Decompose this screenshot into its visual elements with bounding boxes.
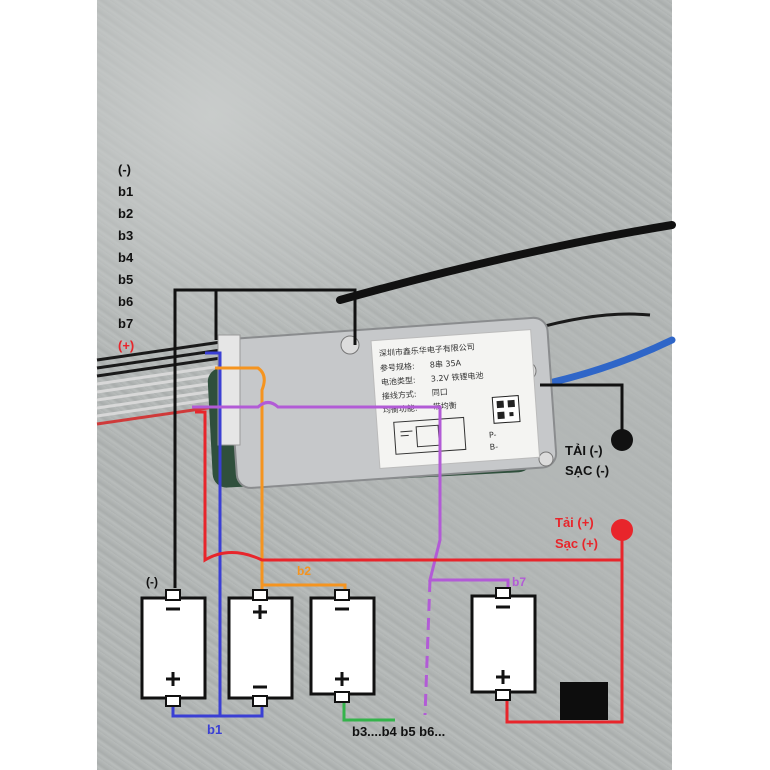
- main-black-cable: [336, 221, 676, 304]
- wire-red-positive: [195, 410, 624, 563]
- sticker-schematic: [393, 416, 467, 455]
- wire-black-load: [540, 383, 624, 440]
- wire-label-list: (-) b1 b2 b3 b4 b5 b6 b7 (+): [118, 162, 134, 353]
- label-load-positive-2: Sạc (+): [555, 536, 598, 551]
- label-wire-8: (+): [118, 338, 134, 353]
- label-cell-negative: (-): [146, 575, 158, 589]
- sticker-cell-key: 电池类型:: [381, 375, 416, 387]
- label-wire-1: b1: [118, 184, 133, 199]
- label-load-negative-1: TẢI (-): [565, 443, 603, 458]
- sticker-port-neg: P-: [489, 430, 497, 440]
- load-negative-terminal: [611, 429, 633, 451]
- screw-hole: [538, 451, 554, 467]
- label-wire-5: b5: [118, 272, 133, 287]
- wire-red-battery-pos: [505, 560, 624, 724]
- wire-purple-b7-dashed: [423, 579, 432, 716]
- label-b1: b1: [207, 722, 222, 737]
- label-wire-4: b4: [118, 250, 134, 265]
- wire-orange-b2: [215, 366, 347, 595]
- label-b2: b2: [297, 564, 311, 578]
- label-load-negative-2: SẠC (-): [565, 463, 609, 478]
- sticker-wiring-key: 接线方式:: [382, 389, 417, 401]
- balance-connector: [217, 334, 241, 446]
- sticker-balance-val: 带均衡: [432, 400, 457, 412]
- label-wire-3: b3: [118, 228, 133, 243]
- load-positive-terminal: [611, 519, 633, 541]
- spec-sticker: 深圳市鑫乐华电子有限公司 参号规格: 8串 35A 电池类型: 3.2V 铁锂电…: [370, 329, 541, 469]
- label-wire-0: (-): [118, 162, 131, 177]
- sticker-cell-val: 3.2V 铁锂电池: [430, 370, 483, 384]
- blue-cable: [536, 336, 676, 389]
- wire-purple-b7: [192, 401, 510, 597]
- sticker-wiring-val: 同口: [431, 388, 448, 398]
- label-wire-6: b6: [118, 294, 133, 309]
- wire-black-negative: [173, 288, 357, 588]
- label-load-positive-1: Tải (+): [555, 515, 594, 530]
- label-b7: b7: [512, 575, 526, 589]
- sticker-model-key: 参号规格:: [380, 361, 415, 373]
- sticker-model-val: 8串 35A: [430, 358, 462, 369]
- label-b3-chain: b3....b4 b5 b6...: [352, 724, 445, 739]
- battery-cell-8: [470, 587, 537, 701]
- qr-code: [491, 395, 521, 424]
- sticker-port-pos: B-: [489, 442, 498, 452]
- label-wire-2: b2: [118, 206, 133, 221]
- wire-green-b3: [342, 698, 395, 722]
- battery-cell-2: [227, 589, 294, 707]
- battery-cell-3: [309, 589, 376, 703]
- bms-board: 深圳市鑫乐华电子有限公司 参号规格: 8串 35A 电池类型: 3.2V 铁锂电…: [207, 316, 558, 489]
- battery-cell-1: [140, 589, 207, 707]
- black-fuse-block: [560, 682, 608, 720]
- label-wire-7: b7: [118, 316, 133, 331]
